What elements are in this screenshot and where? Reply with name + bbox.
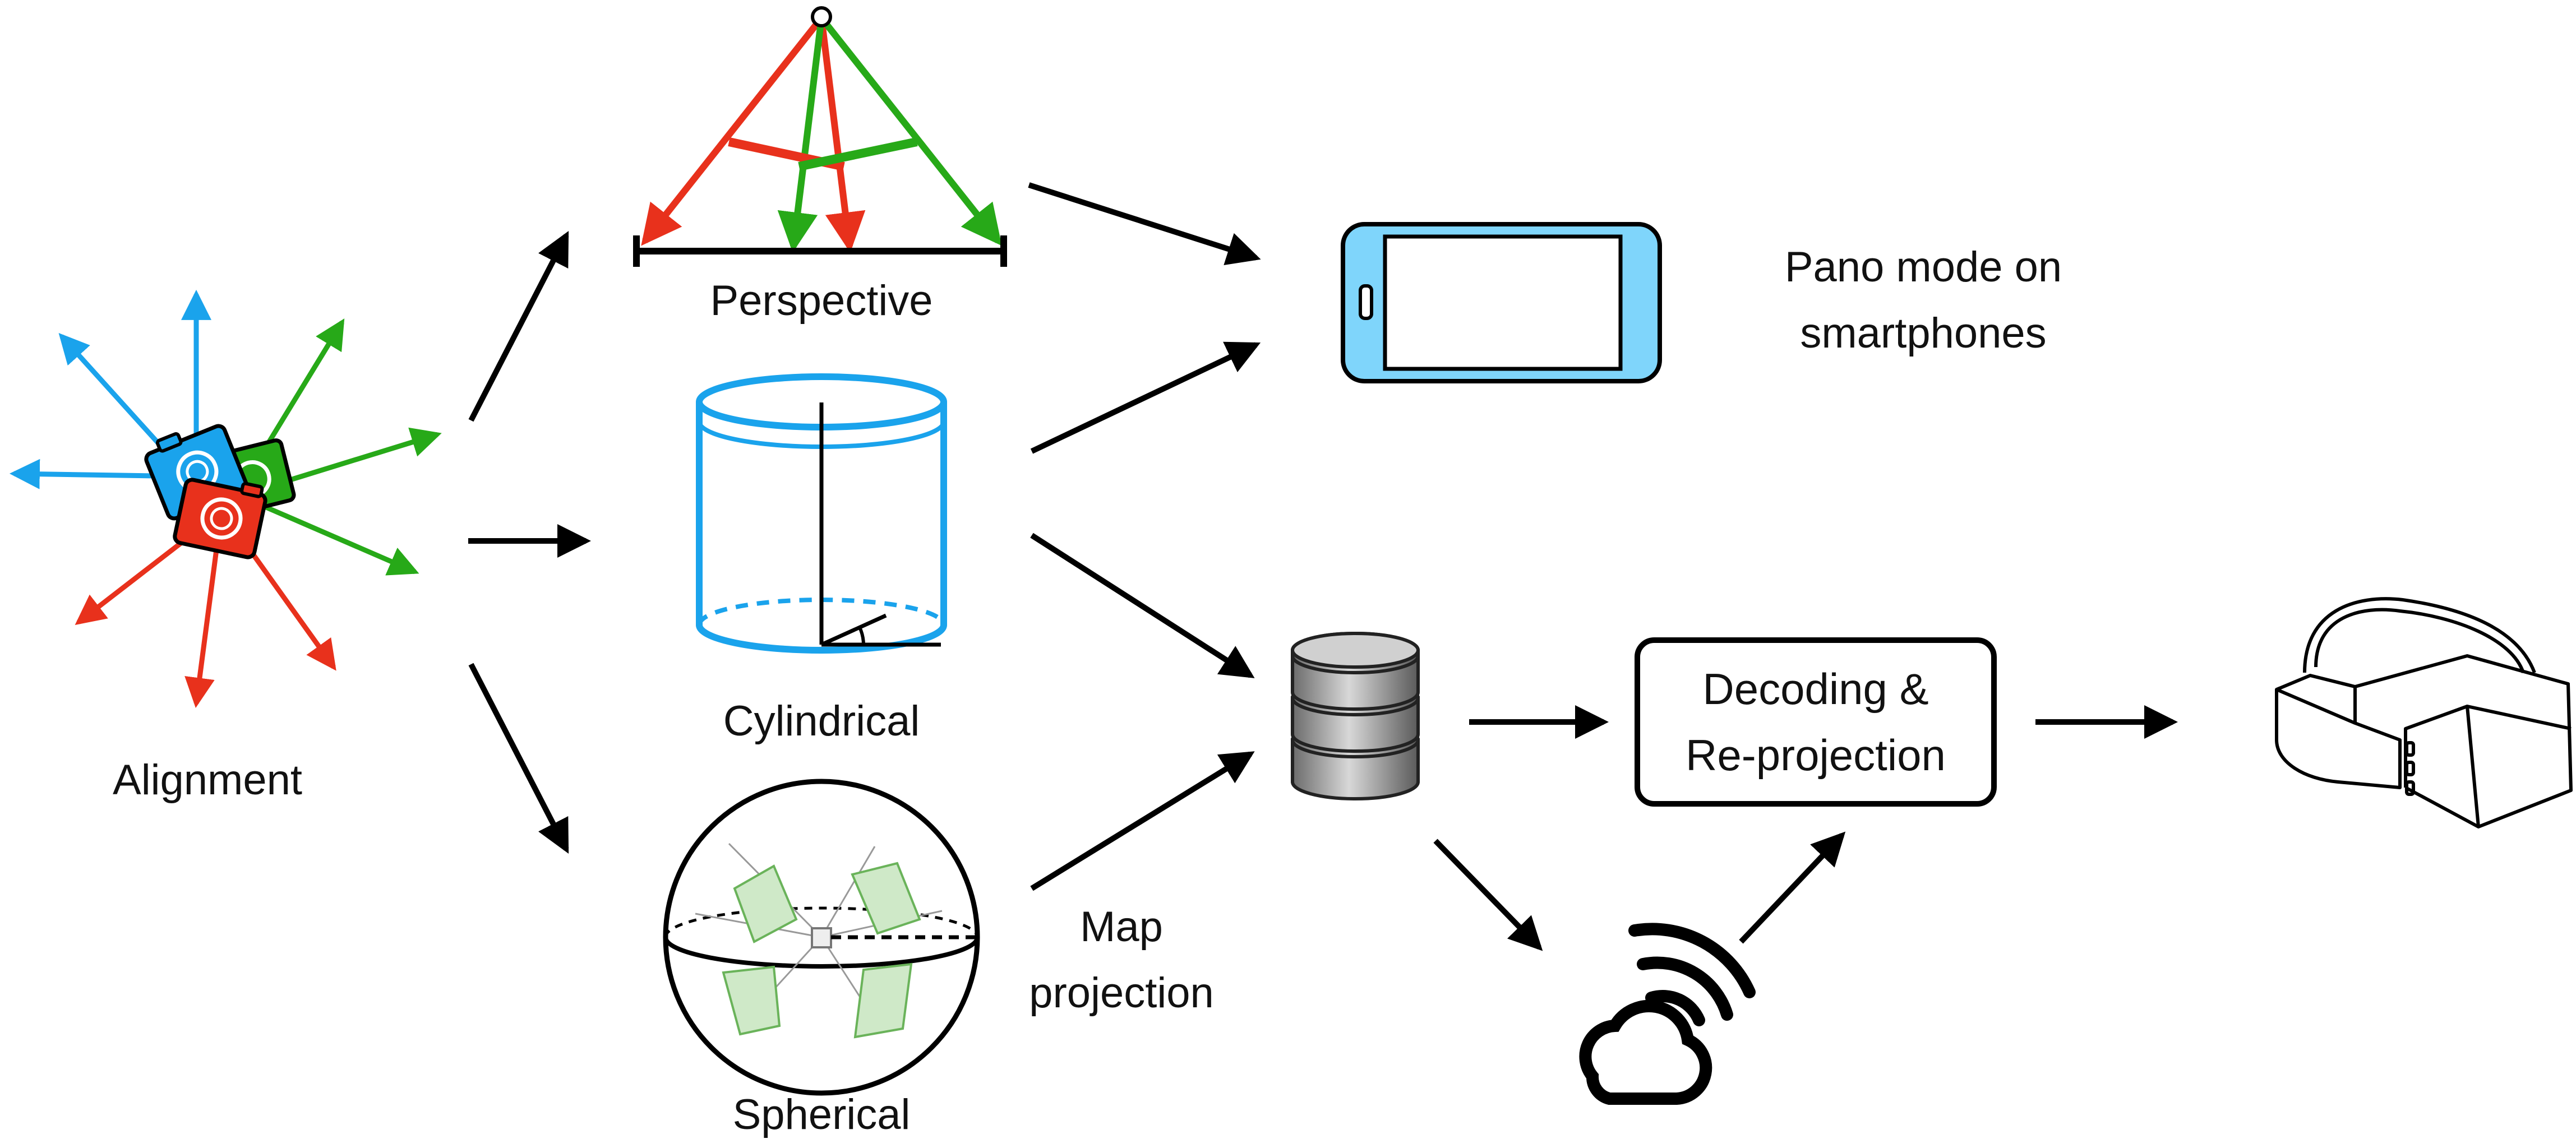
sphere-icon xyxy=(663,779,980,1096)
decoding-line-2: Re-projection xyxy=(1686,730,1946,780)
cloud-streaming-icon xyxy=(1579,923,1756,1105)
flow-arrows xyxy=(468,182,2178,951)
decoding-reprojection-box xyxy=(1635,637,1997,807)
map-projection-line-1: Map xyxy=(1080,903,1163,951)
camera-rig-icon xyxy=(9,289,442,709)
perspective-label: Perspective xyxy=(710,277,933,325)
cylindrical-label: Cylindrical xyxy=(723,697,920,745)
cylinder-icon xyxy=(696,373,947,654)
alignment-label: Alignment xyxy=(113,756,302,804)
pano-mode-line-1: Pano mode on xyxy=(1784,243,2062,291)
spherical-label: Spherical xyxy=(732,1091,911,1138)
pano-mode-line-2: smartphones xyxy=(1800,309,2047,357)
smartphone-icon xyxy=(1341,222,1662,383)
vr-headset-icon xyxy=(2275,597,2573,828)
database-icon xyxy=(1291,632,1420,800)
decoding-label: Decoding & Re-projection xyxy=(1637,656,1994,788)
pano-mode-label: Pano mode on smartphones xyxy=(1721,234,2125,367)
map-projection-label: Map projection xyxy=(981,894,1262,1026)
perspective-projection-icon xyxy=(633,6,1007,267)
map-projection-line-2: projection xyxy=(1029,969,1214,1017)
decoding-line-1: Decoding & xyxy=(1702,664,1929,714)
